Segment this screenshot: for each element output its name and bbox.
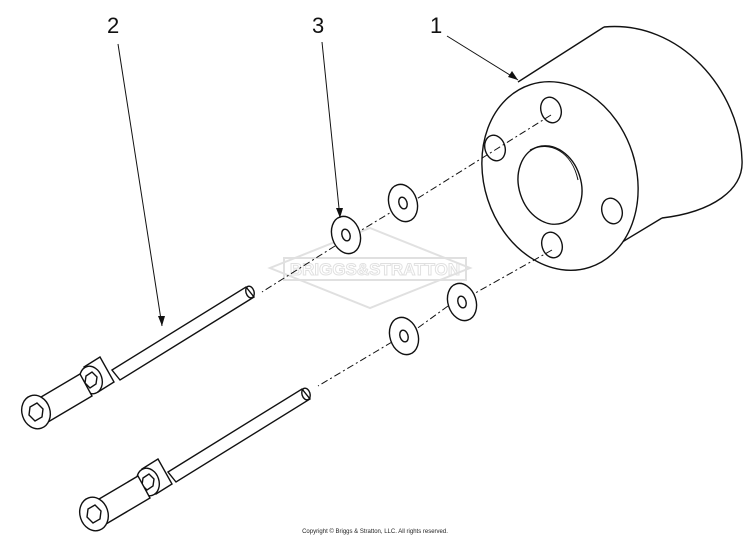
washer-part-3-a <box>387 183 419 223</box>
svg-text:BRIGGS&STRATTON: BRIGGS&STRATTON <box>290 260 460 279</box>
screw-part-2-upper-back <box>20 373 93 430</box>
assembly-center-lines <box>261 114 553 387</box>
spacer-hub-part-1 <box>481 25 743 271</box>
callout-number-3: 3 <box>312 13 325 38</box>
callout-number-2: 2 <box>107 13 120 38</box>
screw-part-2-upper-front <box>78 285 256 395</box>
screw-part-2-lower-front <box>135 387 312 497</box>
washer-part-3-b <box>330 215 362 255</box>
screw-part-2-lower-back <box>78 475 151 532</box>
briggs-stratton-watermark-logo: BRIGGS&STRATTON <box>267 226 473 310</box>
callout-number-1: 1 <box>430 13 443 38</box>
washer-part-3-d <box>388 316 420 356</box>
callout-leader-lines <box>117 35 519 327</box>
washer-part-3-c <box>446 282 478 322</box>
copyright-notice: Copyright © Briggs & Stratton, LLC. All … <box>302 529 448 535</box>
